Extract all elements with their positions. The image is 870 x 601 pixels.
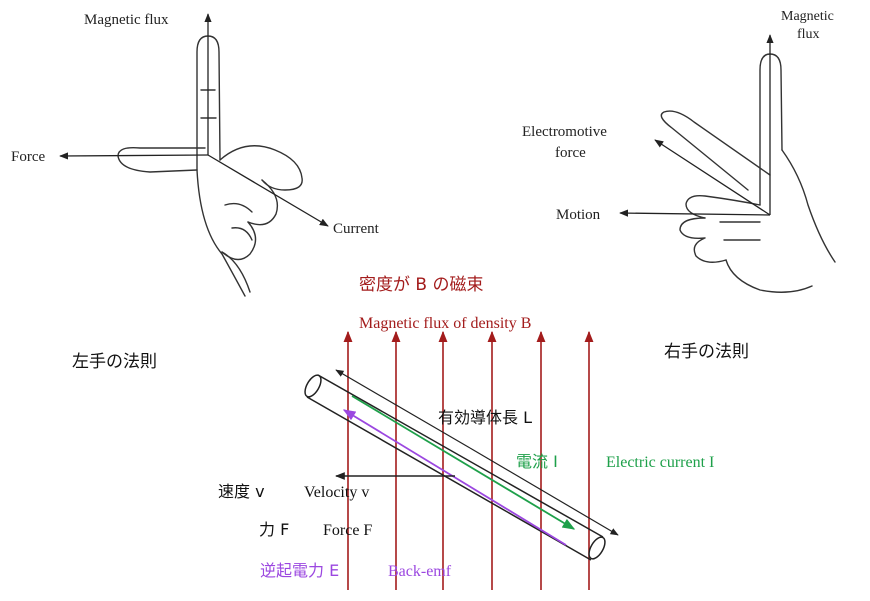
flux-density-en-label: Magnetic flux of density B: [359, 315, 531, 332]
force-jp-label: 力 F: [259, 520, 289, 539]
conductor-rod: [304, 374, 606, 561]
right-hand-illustration: [660, 53, 836, 293]
force-en-label: Force F: [323, 522, 372, 539]
left-hand-rule-title: 左手の法則: [72, 352, 157, 372]
left-force-axis: [59, 152, 209, 160]
current-arrow: [351, 395, 576, 530]
right-emf-label-2: force: [555, 145, 586, 161]
left-magnetic-flux-label: Magnetic flux: [84, 12, 169, 28]
right-magnetic-flux-label-2: flux: [797, 27, 820, 42]
left-force-label: Force: [11, 149, 45, 165]
current-en-label: Electric current I: [606, 454, 714, 471]
effective-length-label: 有効導体長 L: [438, 408, 532, 427]
current-jp-label: 電流 I: [516, 452, 558, 471]
backemf-en-label: Back-emf: [388, 563, 452, 580]
left-hand-illustration: [117, 35, 303, 297]
right-motion-label: Motion: [556, 207, 601, 223]
velocity-en-label: Velocity v: [304, 484, 369, 501]
right-motion-axis: [619, 209, 771, 217]
right-emf-axis: [654, 139, 771, 216]
left-current-axis: [207, 154, 329, 227]
backemf-jp-label: 逆起電力 E: [260, 561, 339, 580]
right-magnetic-flux-label-1: Magnetic: [781, 9, 834, 24]
length-arrow-down: [469, 447, 619, 536]
length-arrow-up: [335, 369, 471, 449]
velocity-jp-label: 速度 v: [218, 482, 265, 501]
right-hand-rule-title: 右手の法則: [664, 342, 749, 362]
left-current-label: Current: [333, 221, 380, 237]
right-emf-label-1: Electromotive: [522, 124, 607, 140]
backemf-arrow: [342, 409, 567, 546]
flux-density-jp-label: 密度が B の磁束: [359, 275, 483, 295]
